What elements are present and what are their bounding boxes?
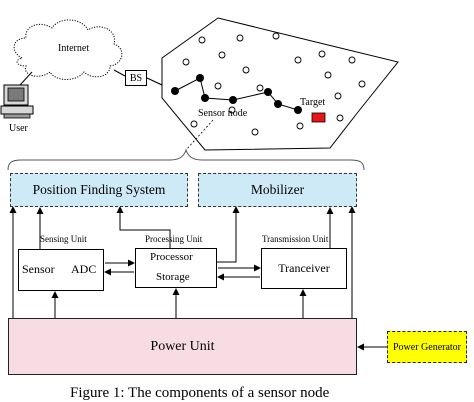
internet-cloud — [13, 19, 123, 80]
mobilizer-box: Mobilizer — [198, 173, 357, 207]
idle-sensor-nodes — [182, 32, 366, 136]
sensor-node-label: Sensor node — [198, 108, 248, 119]
user-label: User — [9, 123, 28, 134]
sensing-unit-box: Sensor ADC — [18, 249, 104, 291]
base-station-label: BS — [129, 72, 143, 84]
transmission-unit-heading: Transmission Unit — [262, 234, 329, 244]
power-unit-label: Power Unit — [150, 338, 215, 354]
transceiver-label: Tranceiver — [278, 261, 330, 275]
power-unit-box: Power Unit — [8, 318, 357, 375]
power-generator-label: Power Generator — [392, 341, 462, 353]
sensor-label: Sensor — [22, 262, 55, 276]
processing-unit-box: Processor Storage — [135, 248, 217, 288]
sensing-unit-heading: Sensing Unit — [40, 234, 87, 244]
active-sensor-nodes — [171, 74, 302, 114]
adc-label: ADC — [71, 262, 97, 276]
figure-caption: Figure 1: The components of a sensor nod… — [70, 385, 330, 401]
target-marker — [311, 112, 326, 123]
target-label: Target — [300, 97, 326, 108]
position-finding-system-box: Position Finding System — [10, 173, 188, 207]
power-generator-box: Power Generator — [387, 331, 467, 363]
storage-label: Storage — [156, 271, 190, 283]
internet-label: Internet — [58, 43, 90, 54]
processor-label: Processor — [150, 251, 193, 263]
position-finding-system-label: Position Finding System — [32, 182, 166, 197]
computer-icon — [0, 84, 34, 119]
transmission-unit-box: Tranceiver — [261, 248, 347, 289]
base-station-box: BS — [125, 70, 147, 86]
processing-unit-heading: Processing Unit — [145, 234, 203, 244]
expansion-brace — [7, 148, 365, 171]
mobilizer-label: Mobilizer — [250, 182, 305, 197]
